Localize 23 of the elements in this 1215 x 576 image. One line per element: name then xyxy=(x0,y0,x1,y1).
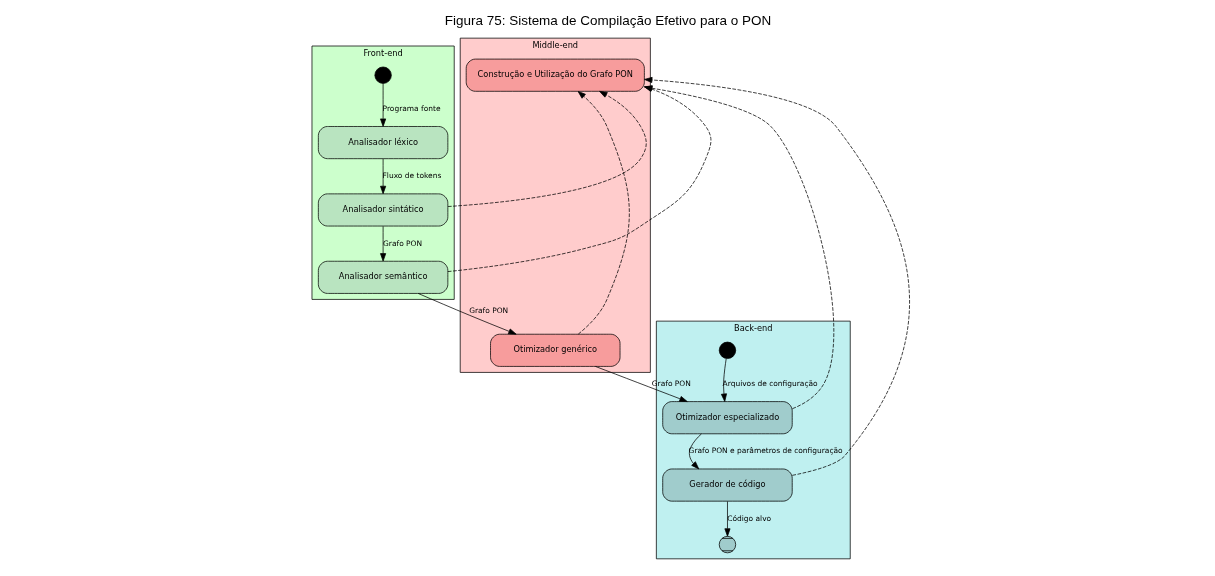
diagram-title: Figura 75: Sistema de Compilação Efetivo para o PON xyxy=(444,12,771,28)
arrow xyxy=(447,90,647,207)
arrow xyxy=(379,83,386,127)
edge-label: Grafo PON xyxy=(382,238,422,248)
edge-label: Grafo PON xyxy=(468,305,508,315)
arrow xyxy=(379,225,386,262)
node-box: Otimizador genérico xyxy=(489,333,620,367)
edge-label: Grafo PON e parâmetros de configuração xyxy=(688,446,843,456)
node-box: Analisador semântico xyxy=(317,260,448,294)
node-box: Construção e Utilização do Grafo PON xyxy=(465,58,645,92)
node-box: Otimizador especializado xyxy=(661,401,793,435)
node-circle xyxy=(374,66,392,84)
edge-label: Fluxo de tokens xyxy=(382,171,441,181)
arrow xyxy=(723,501,730,537)
node-box: Gerador de código xyxy=(661,468,793,502)
arrow xyxy=(720,358,727,402)
node-box: Analisador sintático xyxy=(317,193,448,227)
node-box: Analisador léxico xyxy=(317,126,448,160)
node-circle xyxy=(718,341,736,359)
arrow xyxy=(577,91,630,335)
arrow xyxy=(688,433,702,470)
edge-label: Programa fonte xyxy=(382,103,441,113)
arrow xyxy=(379,158,386,195)
